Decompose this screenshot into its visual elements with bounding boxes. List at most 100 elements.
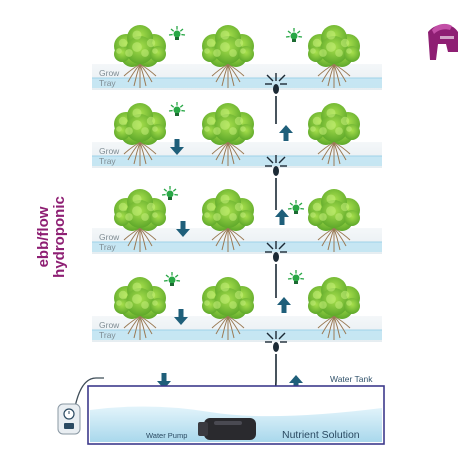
light-bulb-icon (287, 200, 305, 214)
leaf-highlight (141, 127, 149, 135)
bulb-glass (290, 32, 298, 40)
arrow-shaft (281, 305, 287, 313)
root-strand (317, 63, 335, 77)
bulb-ray (179, 28, 184, 32)
arrow-head (277, 297, 291, 305)
leaf-highlight (319, 301, 327, 309)
leaf-highlight (204, 126, 210, 132)
leaf-highlight (240, 212, 246, 218)
root-strand (133, 141, 141, 165)
leaf-highlight (125, 127, 133, 135)
root-strand (221, 315, 229, 339)
root-strand (333, 63, 341, 87)
light-bulb-icon (285, 28, 303, 42)
bulb-ray (165, 274, 170, 278)
arrow-head (170, 147, 184, 155)
arrow-shaft (178, 309, 184, 317)
leaf-highlight (152, 212, 158, 218)
leaf-highlight (229, 49, 237, 57)
leaf-highlight (240, 300, 246, 306)
water-pump-label: Water Pump (146, 431, 187, 440)
plant-leaf (150, 210, 166, 226)
root-strand (123, 141, 141, 155)
arrow-shaft (279, 217, 285, 225)
plant (202, 25, 254, 88)
down-arrow-icon (170, 139, 184, 155)
arrow-head (279, 125, 293, 133)
bulb-base (294, 211, 298, 214)
root-strand (333, 227, 347, 247)
plant (308, 189, 360, 252)
root-strand (139, 227, 153, 247)
leaf-highlight (220, 282, 230, 292)
leaf-highlight (116, 48, 122, 54)
down-arrow-icon (176, 221, 190, 237)
root-strand (227, 227, 241, 247)
leaf-highlight (213, 49, 221, 57)
grow-tray-label-line: Grow (99, 146, 120, 156)
light-bulb-icon (287, 270, 305, 284)
root-strand (227, 63, 241, 83)
arrow-head (174, 317, 188, 325)
root-strand (227, 227, 235, 251)
bulb-glass (173, 106, 181, 114)
sprayer-head (273, 252, 279, 262)
root-strand (327, 315, 335, 339)
bulb-base (168, 197, 172, 200)
sprayer-icon (265, 155, 287, 176)
light-bulb-icon (168, 26, 186, 40)
leaf-highlight (141, 49, 149, 57)
root-strand (227, 315, 245, 329)
leaf-highlight (220, 108, 230, 118)
leaf-highlight (132, 206, 142, 216)
root-strand (139, 315, 147, 339)
leaf-highlight (234, 202, 244, 212)
leaf-highlight (220, 120, 230, 130)
leaf-highlight (204, 300, 210, 306)
leaf-highlight (346, 126, 352, 132)
root-strand (123, 227, 141, 241)
bulb-base (292, 39, 296, 42)
leaf-highlight (220, 294, 230, 304)
leaf-highlight (346, 300, 352, 306)
leaf-highlight (312, 38, 322, 48)
bulb-glass (292, 274, 300, 282)
plant (308, 103, 360, 166)
root-strand (211, 227, 229, 241)
timer-icon (57, 403, 81, 435)
leaf-highlight (340, 38, 350, 48)
leaf-highlight (310, 212, 316, 218)
light-bulb-icon (163, 272, 181, 286)
grow-tray-label-line: Grow (99, 232, 120, 242)
leaf-highlight (312, 116, 322, 126)
root-strand (221, 63, 229, 87)
leaf-highlight (340, 202, 350, 212)
leaf-highlight (206, 116, 216, 126)
plant-leaf (344, 210, 360, 226)
root-strand (139, 315, 157, 329)
tray-water (92, 242, 382, 252)
bulb-ray (163, 188, 168, 192)
sprayer-head (273, 342, 279, 352)
leaf-highlight (234, 38, 244, 48)
down-arrow-icon (174, 309, 188, 325)
leaf-highlight (204, 48, 210, 54)
root-strand (327, 227, 335, 251)
root-strand (139, 63, 157, 77)
spray-line (278, 74, 286, 82)
sprayer-icon (265, 331, 287, 352)
spray-line (266, 242, 274, 250)
leaf-highlight (310, 126, 316, 132)
root-strand (139, 141, 153, 161)
root-strand (227, 141, 241, 161)
leaf-highlight (326, 120, 336, 130)
plant-leaf (150, 298, 166, 314)
light-bulb-icon (168, 102, 186, 116)
leaf-highlight (326, 108, 336, 118)
root-strand (321, 227, 335, 247)
pump-highlight (214, 421, 242, 425)
tray-water (92, 78, 382, 88)
